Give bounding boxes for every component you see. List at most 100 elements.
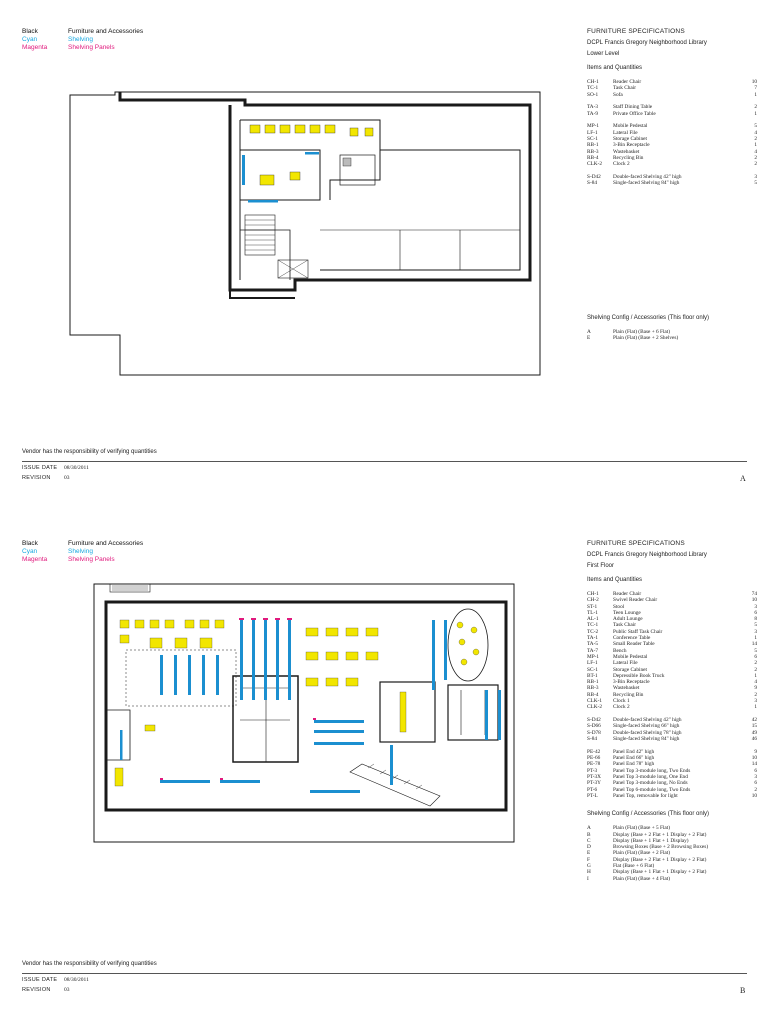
item-code: RB-4 <box>587 154 599 161</box>
item-qty: 1 <box>754 704 757 711</box>
config-desc: Plain (Flat) (Base + 6 Flat) <box>613 328 670 335</box>
legend-label-black: Furniture and Accessories <box>68 28 144 35</box>
item-desc: Reader Chair <box>613 591 642 597</box>
divider <box>22 973 747 974</box>
furniture-specs-b: FURNITURE SPECIFICATIONS DCPL Francis Gr… <box>587 540 757 882</box>
item-code: S-84 <box>587 180 598 187</box>
item-qty: 2 <box>754 691 757 698</box>
item-code: CH-2 <box>587 597 599 604</box>
item-desc: Double-faced Shelving 78" high <box>613 729 682 736</box>
config-heading: Shelving Config / Accessories (This floo… <box>587 314 710 321</box>
item-code: S-84 <box>587 736 598 743</box>
config-desc: Plain (Flat) (Base + 2 Flat) <box>613 850 670 857</box>
item-qty: 8 <box>754 616 757 623</box>
item-desc: Storage Cabinet <box>613 666 647 673</box>
item-qty: 3 <box>754 174 757 181</box>
item-desc: Private Office Table <box>613 110 656 117</box>
item-code: TA-5 <box>587 641 599 648</box>
item-row: S-D78 Double-faced Shelving 78" high 49 <box>587 730 757 736</box>
item-qty: 9 <box>754 685 757 692</box>
config-code: B <box>587 831 591 838</box>
legend-key-magenta: Magenta <box>22 556 48 563</box>
item-code: CH-1 <box>587 79 599 85</box>
library-name: DCPL Francis Gregory Neighborhood Librar… <box>587 40 707 46</box>
item-qty: 42 <box>751 717 757 724</box>
item-desc: Storage Cabinet <box>613 136 647 143</box>
item-qty: 1 <box>754 142 757 149</box>
item-desc: Panel Top 3-module long, Two Ends <box>613 767 691 774</box>
config-desc: Browsing Boxes (Base + 2 Browsing Boxes) <box>613 844 709 851</box>
item-desc: Panel End 66" high <box>613 755 655 762</box>
item-desc: Recycling Bin <box>613 691 644 698</box>
item-desc: Clock 2 <box>613 161 630 168</box>
sheet-id: A <box>740 474 746 483</box>
floor-name: Lower Level <box>587 51 620 57</box>
item-desc: Public Staff Task Chair <box>613 628 663 635</box>
item-desc: Stool <box>613 603 625 610</box>
item-qty: 14 <box>751 641 757 648</box>
item-desc: Task Chair <box>613 622 637 629</box>
item-code: PT-3Y <box>587 780 601 787</box>
item-code: RB-1 <box>587 679 599 686</box>
item-qty: 5 <box>754 622 757 629</box>
config-code: A <box>587 328 591 335</box>
item-qty: 1 <box>754 91 757 98</box>
item-code: CLK-2 <box>587 704 603 711</box>
item-qty: 74 <box>751 591 757 597</box>
issue-date-label: ISSUE DATE <box>22 465 58 471</box>
item-code: TA-1 <box>587 635 599 642</box>
item-code: RB-1 <box>587 142 599 149</box>
legend-key-black: Black <box>22 540 38 547</box>
item-qty: 6 <box>754 767 757 774</box>
item-code: TL-1 <box>587 609 598 616</box>
item-code: MP-1 <box>587 653 600 660</box>
item-qty: 2 <box>754 154 757 161</box>
item-qty: 9 <box>754 748 757 755</box>
item-code: S-D78 <box>587 729 601 736</box>
item-code: PT-6 <box>587 786 598 793</box>
item-qty: 49 <box>751 729 757 736</box>
item-desc: Conference Table <box>613 635 651 642</box>
floor-plan-lower-level <box>69 91 541 376</box>
issue-date-label: ISSUE DATE <box>22 977 58 983</box>
item-desc: Sofa <box>613 91 623 98</box>
item-qty: 1 <box>754 672 757 679</box>
items-heading: Items and Quantities <box>587 577 643 583</box>
config-code: A <box>587 825 591 832</box>
item-desc: Mobile Pedestal <box>613 653 648 660</box>
item-qty: 10 <box>751 755 757 762</box>
legend-label-cyan: Shelving <box>68 36 93 43</box>
item-code: RB-3 <box>587 148 599 155</box>
item-qty: 10 <box>751 79 757 85</box>
legend-label-magenta: Shelving Panels <box>68 44 115 51</box>
item-code: LF-1 <box>587 129 598 136</box>
item-code: TC-2 <box>587 628 599 635</box>
item-qty: 2 <box>754 666 757 673</box>
config-code: E <box>587 334 591 341</box>
item-qty: 15 <box>751 723 757 730</box>
spec-title: FURNITURE SPECIFICATIONS <box>587 28 685 35</box>
item-desc: Single-faced Shelving 84" high <box>613 736 680 743</box>
config-desc: Plain (Flat) (Base + 2 Shelves) <box>613 334 679 341</box>
